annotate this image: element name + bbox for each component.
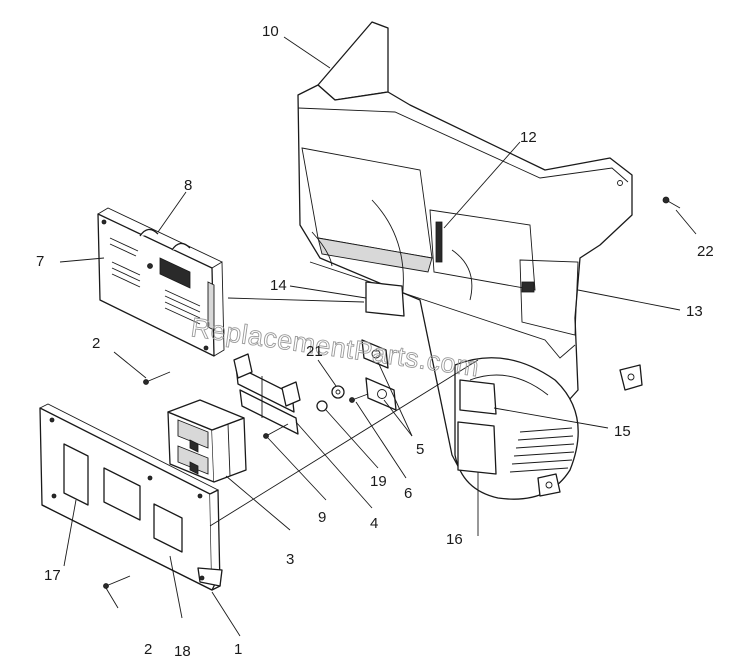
callout-12: 12 (520, 129, 537, 146)
part-2-screw-lower (103, 575, 131, 589)
leader-lines (59, 36, 697, 637)
callout-15: 15 (614, 423, 631, 440)
callout-17: 17 (44, 567, 61, 584)
part-1-front-panel (39, 403, 223, 591)
callout-19: 19 (370, 473, 387, 490)
part-15-label (459, 379, 497, 415)
callout-3: 3 (286, 551, 294, 568)
part-6-screw (349, 393, 369, 403)
callout-2-lower: 2 (144, 641, 152, 658)
callout-16: 16 (446, 531, 463, 548)
part-10-housing (297, 21, 643, 500)
callout-18: 18 (174, 643, 191, 660)
callout-13: 13 (686, 303, 703, 320)
part-9-screw (263, 423, 289, 439)
part-5-receptacle-lower (365, 377, 397, 411)
part-18-label (153, 503, 183, 553)
part-2-screw-upper (143, 371, 171, 385)
callout-2-upper: 2 (92, 335, 100, 352)
part-5-receptacle-upper (361, 339, 389, 369)
part-14-label (365, 281, 405, 317)
part-21-washer (331, 385, 345, 399)
part-17-label (63, 443, 89, 506)
callout-14: 14 (270, 277, 287, 294)
part-3-circuit-breaker (167, 399, 247, 483)
part-4-terminal-bracket (233, 353, 301, 435)
part-22-screw (662, 196, 681, 209)
callout-21: 21 (306, 343, 323, 360)
callout-8: 8 (184, 177, 192, 194)
callout-10: 10 (262, 23, 279, 40)
callout-5: 5 (416, 441, 424, 458)
callout-9: 9 (318, 509, 326, 526)
part-8-control-module (97, 207, 225, 357)
callouts: 10 12 8 7 22 14 13 2 21 15 5 19 6 9 4 16… (36, 23, 714, 660)
callout-22: 22 (697, 243, 714, 260)
callout-1: 1 (234, 641, 242, 658)
callout-6: 6 (404, 485, 412, 502)
callout-4: 4 (370, 515, 378, 532)
part-19-nut (316, 400, 328, 412)
part-16-label (457, 421, 497, 475)
callout-7: 7 (36, 253, 44, 270)
